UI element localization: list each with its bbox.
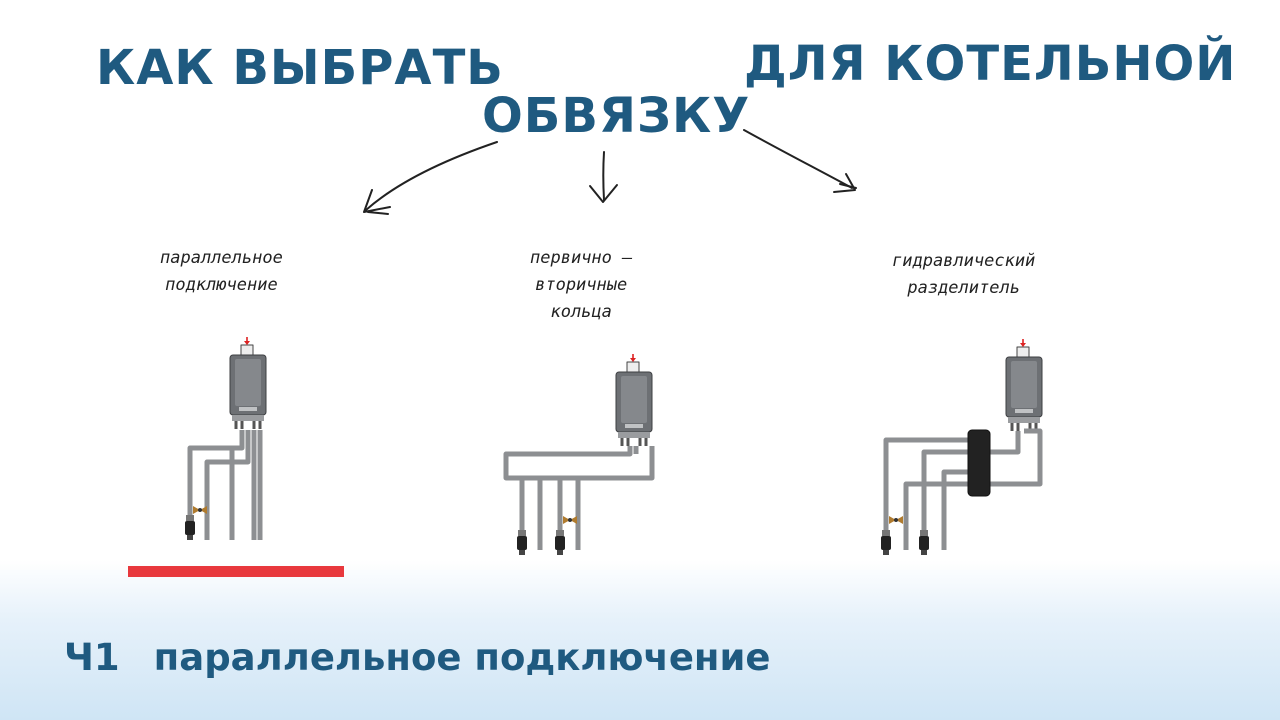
footer-part: Ч1	[64, 636, 120, 679]
footer-topic: параллельное подключение	[153, 636, 771, 679]
pump-icon	[919, 530, 929, 555]
schematic-primary-secondary	[503, 352, 655, 555]
scheme-label-parallel: параллельное подключение	[160, 248, 283, 295]
scheme-label-hydraulic-separator: гидравлический разделитель	[892, 251, 1036, 298]
pump-icon	[881, 530, 891, 555]
footer-caption: Ч1 параллельное подключение	[64, 636, 771, 679]
arrow-left-icon	[363, 141, 498, 215]
pump-icon	[185, 515, 195, 540]
pump-icon	[517, 530, 527, 555]
title-line-2: ОБВЯЗКУ	[482, 88, 751, 144]
highlight-bar	[128, 566, 344, 577]
arrow-down-icon	[589, 151, 618, 203]
arrow-right-icon	[743, 129, 857, 193]
boiler-icon	[1004, 337, 1044, 433]
boiler-icon	[614, 352, 654, 448]
title-line-1: КАК ВЫБРАТЬ	[96, 40, 504, 96]
pump-icon	[555, 530, 565, 555]
hydraulic-separator-icon	[967, 429, 991, 497]
schematic-hydraulic-separator	[881, 337, 1044, 555]
boiler-icon	[228, 335, 268, 431]
title-line-3: ДЛЯ КОТЕЛЬНОЙ	[744, 36, 1237, 92]
scheme-label-primary-secondary: первично – вторичные кольца	[530, 248, 633, 322]
schematic-parallel	[185, 335, 268, 540]
